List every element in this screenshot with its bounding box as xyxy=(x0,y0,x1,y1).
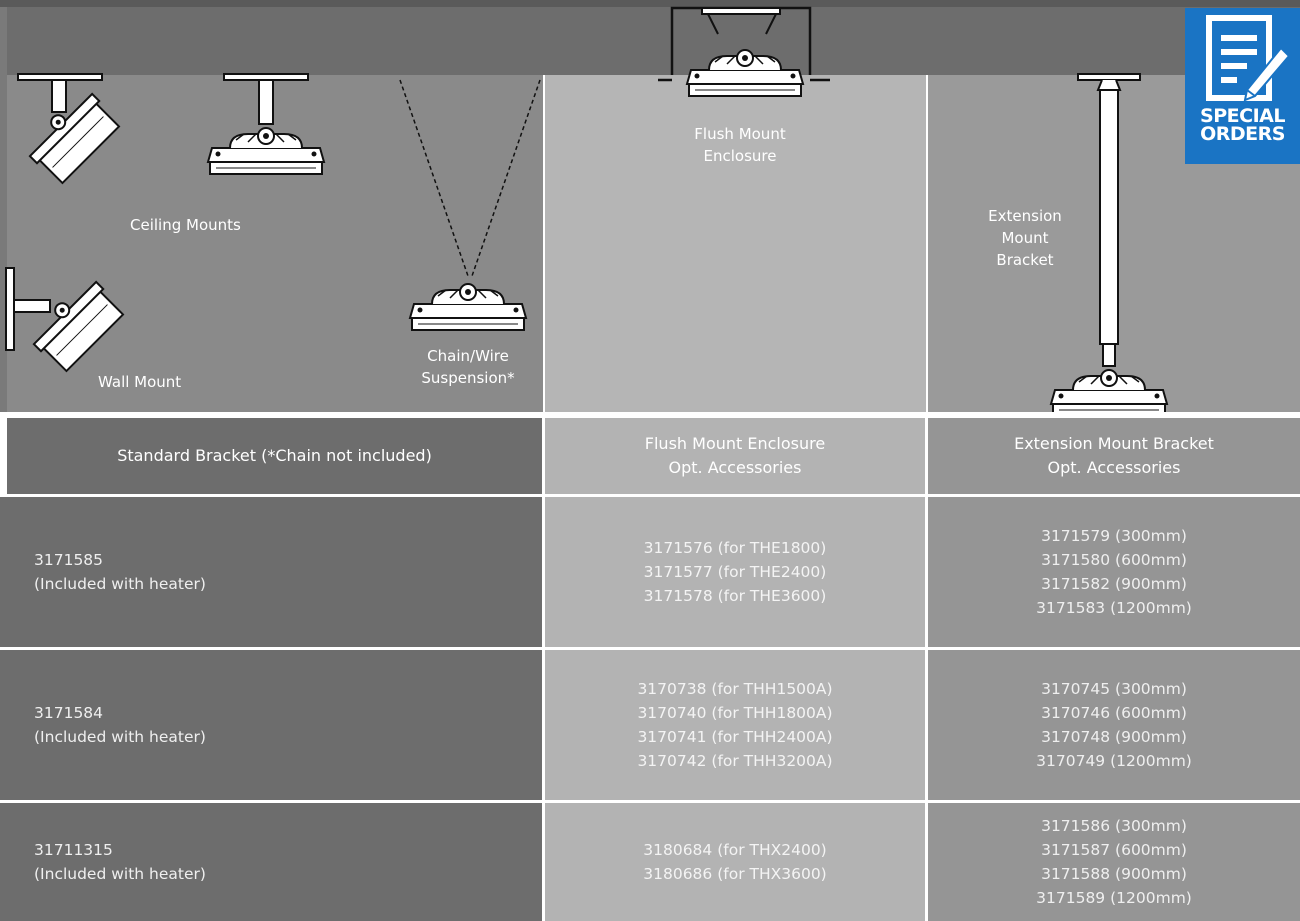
header-line: Standard Bracket (*Chain not included) xyxy=(117,446,432,465)
cell-line: 31711315 xyxy=(34,841,113,859)
cell-line: 3170741 (for THH2400A) xyxy=(637,728,833,746)
header-standard-bracket: Standard Bracket (*Chain not included) xyxy=(7,418,542,494)
special-orders-badge xyxy=(1185,8,1300,164)
cell-line: 3171578 (for THE3600) xyxy=(643,587,827,605)
wall-mount-drawing xyxy=(5,267,127,375)
cell-line: 3171579 (300mm) xyxy=(1041,527,1187,545)
caption-chain-wire-line: Suspension* xyxy=(421,369,515,387)
ceiling-mount-tilted-drawing xyxy=(17,73,123,187)
header-line: Extension Mount Bracket xyxy=(1014,434,1214,453)
cell-line: 3171577 (for THE2400) xyxy=(643,563,827,581)
table-row-1-extension: 3171579 (300mm) 3171580 (600mm) 3171582 … xyxy=(928,497,1300,647)
caption-extension-mount: Extension Mount Bracket xyxy=(970,205,1080,271)
ceiling-edge xyxy=(0,0,1300,7)
cell-line: (Included with heater) xyxy=(34,865,206,883)
cell-line: 3171582 (900mm) xyxy=(1041,575,1187,593)
table-row-3-extension: 3171586 (300mm) 3171587 (600mm) 3171588 … xyxy=(928,803,1300,921)
header-line: Opt. Accessories xyxy=(1047,458,1181,477)
cell-line: 3171580 (600mm) xyxy=(1041,551,1187,569)
badge-line: SPECIAL xyxy=(1200,105,1285,127)
header-extension-mount: Extension Mount Bracket Opt. Accessories xyxy=(928,418,1300,494)
caption-wall-mount: Wall Mount xyxy=(98,373,182,391)
flush-mount-drawing xyxy=(658,6,830,97)
cell-line: (Included with heater) xyxy=(34,728,206,746)
ceiling-mount-straight-drawing xyxy=(207,73,325,175)
caption-extension-mount-line: Extension xyxy=(988,207,1062,225)
table-row-2-flush: 3170738 (for THH1500A) 3170740 (for THH1… xyxy=(545,650,925,800)
cell-line: 3171588 (900mm) xyxy=(1041,865,1187,883)
caption-ceiling-mounts: Ceiling Mounts xyxy=(130,216,241,234)
cell-line: (Included with heater) xyxy=(34,575,206,593)
cell-line: 3171586 (300mm) xyxy=(1041,817,1187,835)
wall-rail xyxy=(0,7,7,412)
caption-flush-mount-line: Flush Mount xyxy=(694,125,786,143)
special-orders-label: SPECIAL ORDERS xyxy=(1185,105,1300,145)
chain-suspension-drawing xyxy=(399,79,541,277)
accessories-table: Standard Bracket (*Chain not included) F… xyxy=(0,412,1300,921)
table-row-3-standard: 31711315 (Included with heater) xyxy=(0,803,542,921)
cell-line: 3170740 (for THH1800A) xyxy=(637,704,833,722)
header-flush-mount: Flush Mount Enclosure Opt. Accessories xyxy=(545,418,925,494)
table-row-3-flush: 3180684 (for THX2400) 3180686 (for THX36… xyxy=(545,803,925,921)
cell-line: 3170742 (for THH3200A) xyxy=(637,752,833,770)
table-row-1-flush: 3171576 (for THE1800) 3171577 (for THE24… xyxy=(545,497,925,647)
extension-mount-drawing xyxy=(1050,73,1168,412)
caption-chain-wire: Chain/Wire Suspension* xyxy=(408,345,528,389)
cell-line: 3171587 (600mm) xyxy=(1041,841,1187,859)
ceiling-band xyxy=(0,0,1300,75)
cell-line: 3170745 (300mm) xyxy=(1041,680,1187,698)
caption-chain-wire-line: Chain/Wire xyxy=(427,347,509,365)
cell-line: 3170748 (900mm) xyxy=(1041,728,1187,746)
cell-line: 3170746 (600mm) xyxy=(1041,704,1187,722)
caption-extension-mount-line: Bracket xyxy=(996,251,1054,269)
cell-line: 3171585 xyxy=(34,551,104,569)
caption-extension-mount-line: Mount xyxy=(1001,229,1049,247)
table-row-2-standard: 3171584 (Included with heater) xyxy=(0,650,542,800)
badge-line: ORDERS xyxy=(1200,123,1285,145)
document-pen-icon xyxy=(1206,15,1291,102)
cell-line: 3171589 (1200mm) xyxy=(1036,889,1192,907)
caption-flush-mount: Flush Mount Enclosure xyxy=(670,123,810,167)
cell-line: 3171584 xyxy=(34,704,104,722)
cell-line: 3180684 (for THX2400) xyxy=(643,841,827,859)
cell-line: 3180686 (for THX3600) xyxy=(643,865,827,883)
header-line: Opt. Accessories xyxy=(668,458,802,477)
mounting-illustrations xyxy=(5,6,1168,412)
flush-mount-panel xyxy=(545,75,926,412)
table-row-1-standard: 3171585 (Included with heater) xyxy=(0,497,542,647)
table-row-2-extension: 3170745 (300mm) 3170746 (600mm) 3170748 … xyxy=(928,650,1300,800)
cell-line: 3170738 (for THH1500A) xyxy=(637,680,833,698)
cell-line: 3171576 (for THE1800) xyxy=(643,539,827,557)
caption-flush-mount-line: Enclosure xyxy=(703,147,777,165)
cell-line: 3171583 (1200mm) xyxy=(1036,599,1192,617)
header-line: Flush Mount Enclosure xyxy=(644,434,826,453)
cell-line: 3170749 (1200mm) xyxy=(1036,752,1192,770)
